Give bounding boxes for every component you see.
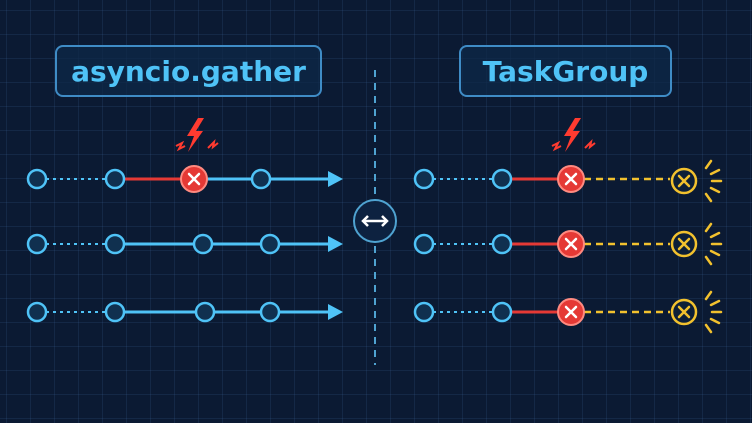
- task-start-node: [26, 233, 48, 255]
- checkpoint-node: [194, 301, 216, 323]
- failure-x-icon: [180, 165, 208, 193]
- compare-icon: [353, 199, 397, 243]
- left-lane-2: [26, 233, 343, 255]
- cancel-burst-icon: [704, 222, 723, 266]
- task-start-node: [413, 301, 435, 323]
- left-panel-title: asyncio.gather: [55, 45, 322, 97]
- cancel-burst-icon: [704, 290, 723, 334]
- right-lane-3: [413, 290, 723, 334]
- right-panel-title: TaskGroup: [459, 45, 672, 97]
- task-start-node: [26, 168, 48, 190]
- checkpoint-node: [192, 233, 214, 255]
- cancelled-x-icon: [670, 230, 698, 258]
- right-lane-1: [413, 118, 723, 203]
- checkpoint-node: [104, 233, 126, 255]
- failure-x-icon: [557, 165, 585, 193]
- cancelled-x-icon: [670, 167, 698, 195]
- checkpoint-node: [259, 301, 281, 323]
- checkpoint-node: [491, 168, 513, 190]
- failure-x-icon: [557, 298, 585, 326]
- cancel-burst-icon: [704, 159, 723, 203]
- left-lane-1: [26, 118, 343, 193]
- left-lane-3: [26, 301, 343, 323]
- task-start-node: [26, 301, 48, 323]
- checkpoint-node: [491, 301, 513, 323]
- failure-x-icon: [557, 230, 585, 258]
- checkpoint-node: [259, 233, 281, 255]
- task-start-node: [413, 168, 435, 190]
- task-start-node: [413, 233, 435, 255]
- checkpoint-node: [491, 233, 513, 255]
- checkpoint-node: [250, 168, 272, 190]
- lightning-icon: [551, 118, 596, 152]
- checkpoint-node: [104, 301, 126, 323]
- right-lane-2: [413, 222, 723, 266]
- checkpoint-node: [104, 168, 126, 190]
- cancelled-x-icon: [670, 298, 698, 326]
- lightning-icon: [175, 118, 219, 152]
